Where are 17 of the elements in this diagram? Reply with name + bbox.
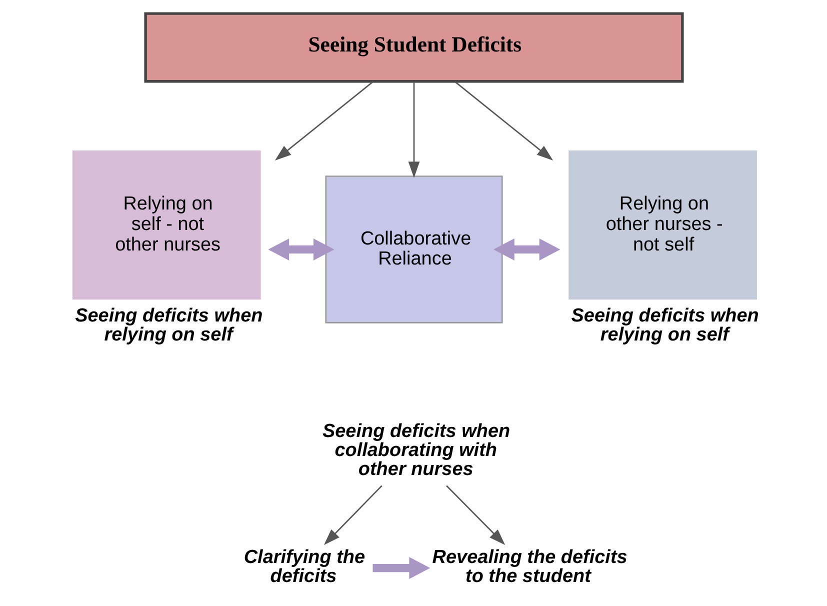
arrow (323, 485, 382, 546)
arrow (446, 485, 505, 546)
node-box: Relying on other nurses - not self (568, 150, 756, 300)
node-box: Seeing Student Deficits (144, 12, 684, 83)
node-box: Collaborative Reliance (324, 176, 502, 324)
arrow (274, 81, 373, 161)
arrow (372, 557, 430, 580)
node-box: Relying on self - not other nurses (72, 150, 260, 300)
node-text: Clarifying the deficits (243, 546, 365, 587)
arrow (454, 81, 553, 161)
node-text: Seeing deficits when collaborating with other nurses (322, 420, 510, 480)
arrow (492, 238, 560, 260)
node-label: Seeing deficits when relying on self (570, 306, 758, 346)
node-text: Revealing the deficits to the student (432, 546, 627, 587)
arrow (268, 238, 334, 260)
arrow (408, 82, 420, 178)
node-label: Seeing deficits when relying on self (74, 306, 262, 346)
